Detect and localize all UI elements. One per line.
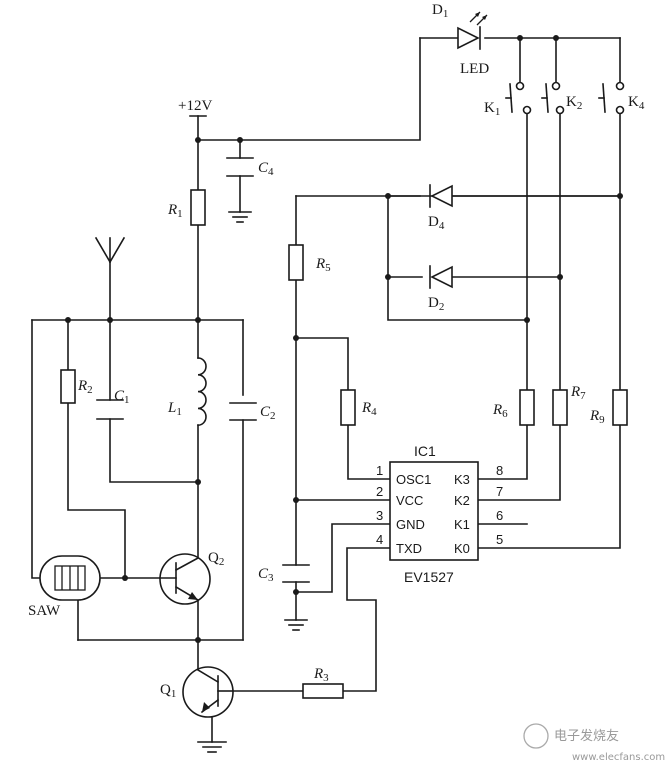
d1-label: D1	[432, 2, 448, 20]
junction-dot	[195, 137, 201, 143]
l1-label: L1	[167, 400, 182, 418]
junction-dot	[293, 497, 299, 503]
ground-icon	[197, 741, 227, 753]
r4-label: R4	[361, 400, 377, 418]
junction-dot	[122, 575, 128, 581]
transistor-q1: Q1	[160, 666, 234, 718]
junction-dot	[557, 274, 563, 280]
ic-part-label: EV1527	[404, 569, 454, 585]
resistor-r4: R4	[340, 389, 377, 426]
ic-pin-number: 6	[496, 508, 503, 523]
q2-label: Q2	[208, 550, 224, 568]
led-d1: D1 LED	[432, 2, 489, 77]
capacitor-c1: C1	[96, 388, 130, 420]
ic-pin-name: TXD	[396, 541, 422, 556]
ic-pin-name: K3	[454, 472, 470, 487]
r3-label: R3	[313, 666, 329, 684]
resistor-r6: R6	[492, 389, 535, 426]
junction-dot	[553, 35, 559, 41]
junction-dot	[237, 137, 243, 143]
supply-label: +12V	[178, 98, 212, 114]
watermark-logo-icon	[523, 723, 549, 749]
watermark-text: 电子发烧友	[554, 728, 619, 744]
junction-dot	[293, 335, 299, 341]
ic-pin-number: 8	[496, 463, 503, 478]
supply-terminal: +12V	[178, 98, 212, 117]
r1-label: R1	[167, 202, 183, 220]
capacitor-c3: C3	[258, 564, 310, 631]
junction-dot	[195, 317, 201, 323]
ic-pin-number: 1	[376, 463, 383, 478]
ic-pin-name: K2	[454, 493, 470, 508]
antenna-icon	[94, 236, 126, 264]
ic-ref-label: IC1	[414, 443, 436, 459]
ic-pin-name: K0	[454, 541, 470, 556]
ic-ev1527: IC1 EV1527 1 OSC1 2 VCC 3 GND 4 TXD 8 K3…	[376, 443, 503, 585]
ic-pin-name: VCC	[396, 493, 423, 508]
junction-dot	[385, 193, 391, 199]
q1-label: Q1	[160, 682, 176, 700]
junction-dot	[65, 317, 71, 323]
saw-label: SAW	[28, 603, 61, 619]
junction-dot	[517, 35, 523, 41]
c2-label: C2	[260, 404, 276, 422]
c4-label: C4	[258, 160, 274, 178]
d2-label: D2	[428, 295, 444, 313]
r9-label: R9	[589, 408, 605, 426]
r7-label: R7	[570, 384, 586, 402]
junction-dot	[617, 193, 623, 199]
wires	[31, 37, 621, 743]
d4-label: D4	[428, 214, 445, 232]
k4-label: K4	[628, 94, 645, 112]
led-label: LED	[460, 61, 489, 77]
ic-pin-name: OSC1	[396, 472, 431, 487]
pushbutton-k1: K1	[484, 81, 532, 118]
diode-d4: D4	[428, 184, 453, 232]
k2-label: K2	[566, 94, 582, 112]
watermark-url: www.elecfans.com	[572, 752, 665, 763]
resistor-r9: R9	[589, 389, 628, 426]
junctions	[65, 35, 623, 643]
junction-dot	[195, 479, 201, 485]
r2-label: R2	[77, 378, 93, 396]
inductor-l1: L1	[167, 357, 207, 427]
c3-label: C3	[258, 566, 274, 584]
c1-label: C1	[114, 388, 130, 406]
resistor-r5: R5	[288, 244, 331, 281]
resistor-r1: R1	[167, 189, 206, 226]
ic-pin-name: K1	[454, 517, 470, 532]
r6-label: R6	[492, 402, 508, 420]
diode-d2: D2	[428, 265, 453, 313]
pushbutton-k4: K4	[598, 81, 645, 115]
capacitor-c2: C2	[229, 402, 276, 422]
junction-dot	[195, 637, 201, 643]
resistor-r2: R2	[60, 369, 93, 404]
watermark: 电子发烧友 www.elecfans.com	[523, 723, 665, 763]
resistor-r7: R7	[552, 384, 586, 426]
junction-dot	[385, 274, 391, 280]
r5-label: R5	[315, 256, 331, 274]
junction-dot	[293, 589, 299, 595]
saw-resonator: SAW	[28, 555, 101, 619]
ic-pin-number: 2	[376, 484, 383, 499]
ic-pin-number: 5	[496, 532, 503, 547]
ic-pin-name: GND	[396, 517, 425, 532]
capacitor-c4: C4	[226, 157, 274, 223]
pushbutton-k2: K2	[541, 81, 582, 115]
transistor-q2: Q2	[159, 550, 224, 605]
resistor-r3: R3	[302, 666, 344, 699]
ic-pin-number: 3	[376, 508, 383, 523]
ic-pin-number: 7	[496, 484, 503, 499]
junction-dot	[524, 317, 530, 323]
ic-pin-number: 4	[376, 532, 383, 547]
junction-dot	[107, 317, 113, 323]
k1-label: K1	[484, 100, 500, 118]
